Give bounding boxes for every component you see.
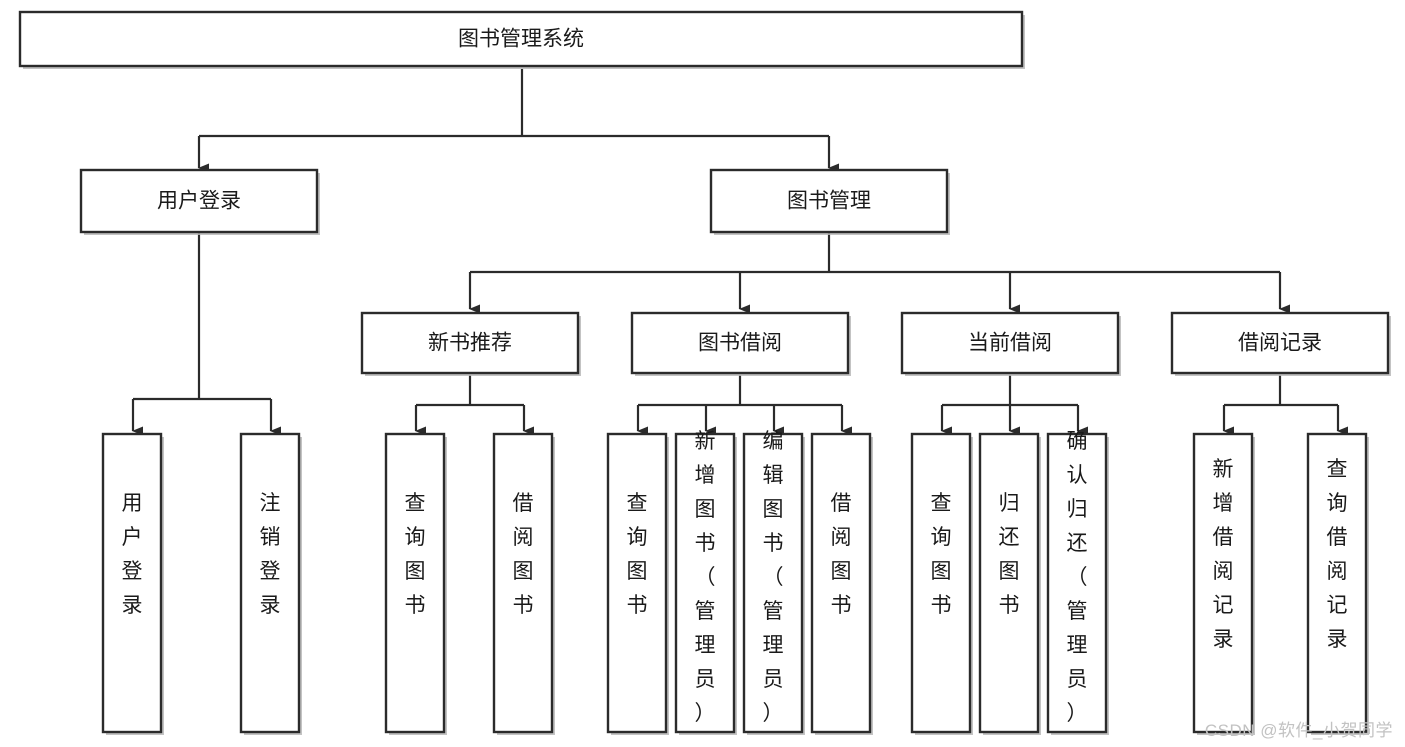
node-book-manage-label: 图书管理 [787, 190, 871, 213]
node-leaf-add-book[interactable]: 新增图书（管理员） [674, 430, 737, 735]
node-book-manage[interactable]: 图书管理 [709, 168, 950, 235]
node-leaf-query-book-b[interactable]: 查询图书 [606, 432, 669, 735]
node-borrow-record-box [1170, 311, 1390, 375]
node-leaf-edit-book-box [742, 432, 804, 734]
node-current-borrow-label: 当前借阅 [968, 332, 1052, 355]
node-book-manage-box [709, 168, 949, 234]
node-leaf-query-book-c-label: 查询图书 [931, 492, 952, 617]
node-leaf-query-book-b-label: 查询图书 [627, 492, 648, 617]
node-new-book-rec[interactable]: 新书推荐 [360, 311, 581, 376]
node-user-login-label: 用户登录 [157, 190, 241, 213]
node-leaf-add-record-label: 新增借阅记录 [1213, 458, 1234, 651]
connector-group-root [197, 69, 839, 173]
node-leaf-borrow-book-a-box [492, 432, 554, 734]
node-leaf-return-book-label: 归还图书 [999, 492, 1020, 617]
node-leaf-user-login[interactable]: 用户登录 [101, 432, 164, 735]
connector-group-new-book-rec [414, 375, 534, 436]
node-leaf-add-record[interactable]: 新增借阅记录 [1192, 432, 1255, 735]
node-borrow-record-label: 借阅记录 [1238, 332, 1322, 355]
node-leaf-borrow-book-a-label: 借阅图书 [513, 492, 534, 617]
node-root-label: 图书管理系统 [458, 28, 584, 51]
node-leaf-logout-label: 注销登录 [260, 492, 281, 617]
node-new-book-rec-box [360, 311, 580, 375]
node-leaf-borrow-book-b[interactable]: 借阅图书 [810, 432, 873, 735]
node-leaf-query-book-a-box [384, 432, 446, 734]
node-leaf-query-book-a-label: 查询图书 [405, 492, 426, 617]
connector-group-user-login [131, 233, 281, 436]
node-new-book-rec-label: 新书推荐 [428, 332, 512, 355]
node-leaf-add-record-box [1192, 432, 1254, 734]
connector-group-borrow-record [1222, 375, 1348, 436]
node-leaf-query-book-a[interactable]: 查询图书 [384, 432, 447, 735]
node-leaf-return-book[interactable]: 归还图书 [978, 432, 1041, 735]
node-leaf-confirm-return-label: 确认归还（管理员） [1067, 430, 1088, 725]
node-leaf-add-book-box [674, 432, 736, 734]
watermark-text: CSDN @软件_小贺同学 [1204, 721, 1393, 740]
node-leaf-query-record-box [1306, 432, 1368, 734]
node-leaf-user-login-label: 用户登录 [122, 492, 143, 617]
node-leaf-add-book-label: 新增图书（管理员） [695, 430, 716, 725]
node-leaf-borrow-book-b-label: 借阅图书 [831, 492, 852, 617]
node-leaf-user-login-box [101, 432, 163, 734]
node-leaf-borrow-book-a[interactable]: 借阅图书 [492, 432, 555, 735]
node-book-borrow-label: 图书借阅 [698, 332, 782, 355]
node-leaf-logout-box [239, 432, 301, 734]
node-leaf-query-record-label: 查询借阅记录 [1327, 458, 1348, 651]
node-leaf-query-book-c[interactable]: 查询图书 [910, 432, 973, 735]
node-user-login-box [79, 168, 319, 234]
node-root[interactable]: 图书管理系统 [18, 10, 1025, 69]
node-leaf-confirm-return[interactable]: 确认归还（管理员） [1046, 430, 1109, 735]
node-leaf-query-book-c-box [910, 432, 972, 734]
node-leaf-query-book-b-box [606, 432, 668, 734]
node-user-login[interactable]: 用户登录 [79, 168, 320, 235]
connector-group-book-manage [468, 233, 1290, 314]
node-book-borrow-box [630, 311, 850, 375]
connector-group-book-borrow [636, 375, 852, 436]
node-borrow-record[interactable]: 借阅记录 [1170, 311, 1391, 376]
node-leaf-borrow-book-b-box [810, 432, 872, 734]
node-current-borrow[interactable]: 当前借阅 [900, 311, 1121, 376]
node-leaf-return-book-box [978, 432, 1040, 734]
node-current-borrow-box [900, 311, 1120, 375]
node-leaf-edit-book-label: 编辑图书（管理员） [763, 430, 784, 725]
connector-group-current-borrow [940, 375, 1088, 436]
node-leaf-query-record[interactable]: 查询借阅记录 [1306, 432, 1369, 735]
node-leaf-confirm-return-box [1046, 432, 1108, 734]
node-leaf-edit-book[interactable]: 编辑图书（管理员） [742, 430, 805, 735]
node-book-borrow[interactable]: 图书借阅 [630, 311, 851, 376]
node-leaf-logout[interactable]: 注销登录 [239, 432, 302, 735]
node-root-box [18, 10, 1024, 68]
